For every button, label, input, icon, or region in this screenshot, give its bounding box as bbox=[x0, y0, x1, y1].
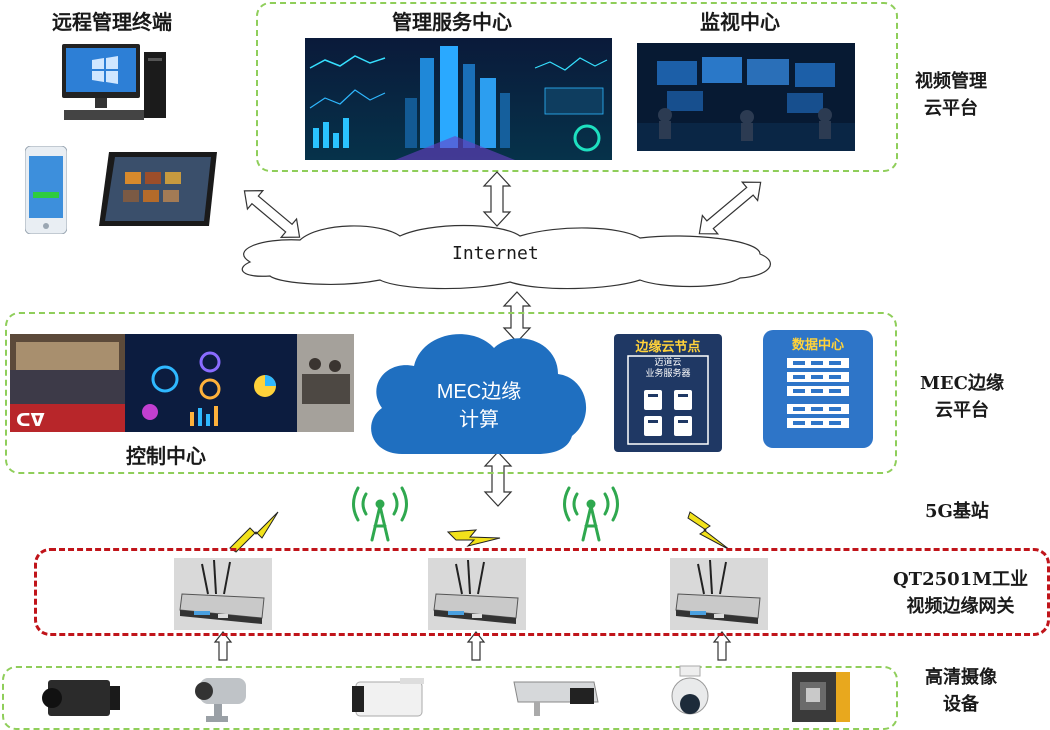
arrow-monitor-internet bbox=[698, 181, 762, 235]
arrow-camera-gateway-1 bbox=[213, 631, 233, 661]
camera-region bbox=[2, 666, 898, 730]
video-cloud-label: 视频管理 云平台 bbox=[915, 68, 987, 122]
edge-node-title: 边缘云节点 bbox=[635, 340, 701, 355]
arrow-mgmt-internet bbox=[482, 171, 512, 227]
industrial-camera-icon bbox=[792, 672, 850, 722]
mec-cloud-label-line1: MEC边缘 bbox=[436, 381, 522, 403]
svg-text:ᑕᐁ: ᑕᐁ bbox=[16, 410, 45, 431]
mgmt-center-dashboard-image bbox=[305, 38, 612, 160]
data-center-badge: 数据中心 bbox=[763, 330, 873, 448]
edge-node-badge: 边缘云节点 迈道云 业务服务器 bbox=[614, 334, 722, 452]
mec-cloud-platform-region bbox=[5, 312, 897, 474]
gateway-device-2 bbox=[428, 558, 526, 630]
camera-label: 高清摄像 设备 bbox=[925, 664, 997, 718]
mec-cloud-shape bbox=[371, 334, 587, 454]
dome-camera-icon bbox=[671, 665, 709, 715]
gateway-label-line2: 视频边缘网关 bbox=[906, 596, 1015, 617]
bullet-camera-icon bbox=[352, 678, 424, 717]
box-camera-icon bbox=[42, 680, 120, 716]
monitor-center-image bbox=[637, 43, 855, 151]
mec-cloud-label: MEC边缘 计算 bbox=[420, 378, 538, 434]
camera-label-line2: 设备 bbox=[943, 694, 979, 715]
control-center-image: ᑕᐁ bbox=[10, 334, 354, 432]
camera-icons bbox=[42, 665, 850, 722]
remote-terminal-title: 远程管理终端 bbox=[52, 10, 172, 34]
gateway-region bbox=[34, 548, 1050, 636]
monitor-center-title: 监视中心 bbox=[700, 10, 780, 34]
edge-node-subtitle-line2: 业务服务器 bbox=[645, 369, 691, 379]
lightning-bolt-2 bbox=[446, 529, 501, 547]
arrow-camera-gateway-2 bbox=[466, 631, 486, 661]
lightning-bolt-1 bbox=[229, 511, 279, 553]
arrow-mec-5g bbox=[483, 451, 513, 507]
edge-node-subtitle: 迈道云 业务服务器 bbox=[614, 358, 722, 380]
base-station-label: 5G基站 bbox=[925, 501, 989, 522]
internet-cloud-shape bbox=[241, 224, 771, 290]
desktop-computer-icon bbox=[62, 40, 167, 126]
arrow-terminal-internet bbox=[243, 190, 301, 238]
tablet-icon bbox=[97, 150, 221, 228]
internet-label: Internet bbox=[452, 243, 539, 264]
video-cloud-platform-region bbox=[256, 2, 898, 172]
camera-label-line1: 高清摄像 bbox=[925, 667, 997, 688]
control-center-title: 控制中心 bbox=[126, 444, 206, 468]
data-center-title: 数据中心 bbox=[791, 338, 844, 353]
mgmt-center-title: 管理服务中心 bbox=[392, 10, 512, 34]
antenna-icon-2 bbox=[563, 486, 619, 542]
lightning-bolt-3 bbox=[687, 511, 731, 551]
mec-platform-label-line2: 云平台 bbox=[934, 400, 989, 421]
video-cloud-label-line1: 视频管理 bbox=[915, 71, 987, 92]
mec-platform-label-line1: MEC边缘 bbox=[920, 373, 1004, 394]
gateway-label-line1: QT2501M工业 bbox=[893, 569, 1029, 590]
mec-platform-label: MEC边缘 云平台 bbox=[920, 370, 1004, 424]
housing-camera-icon bbox=[513, 681, 599, 716]
antenna-icon-1 bbox=[352, 486, 408, 542]
gateway-label: QT2501M工业 视频边缘网关 bbox=[893, 566, 1028, 620]
mec-cloud-label-line2: 计算 bbox=[459, 409, 499, 431]
edge-node-subtitle-line1: 迈道云 bbox=[654, 358, 682, 368]
arrow-camera-gateway-3 bbox=[712, 631, 732, 661]
smartphone-icon bbox=[25, 146, 67, 234]
gateway-device-1 bbox=[174, 558, 272, 630]
video-cloud-label-line2: 云平台 bbox=[924, 98, 978, 119]
hooded-camera-icon bbox=[195, 678, 246, 722]
gateway-device-3 bbox=[670, 558, 768, 630]
